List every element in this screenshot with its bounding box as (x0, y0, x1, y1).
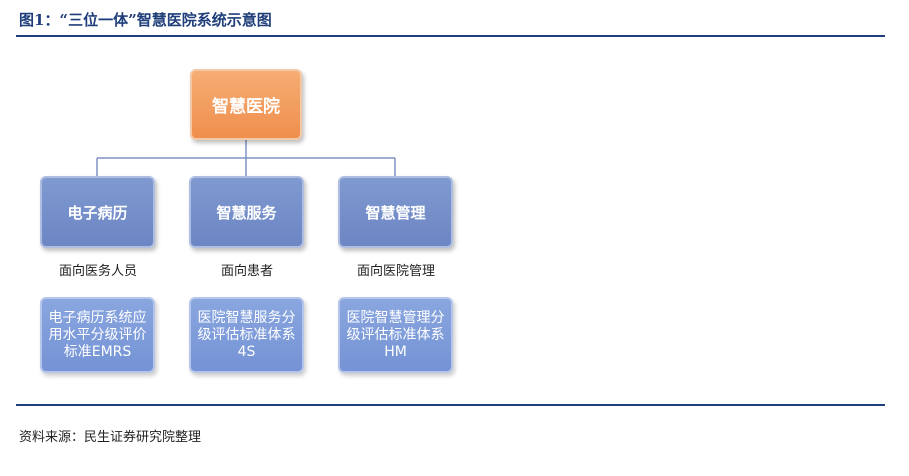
branch-audience-management: 面向医院管理 (356, 264, 435, 279)
standard-node-management: 医院智慧管理分级评估标准体系HM (338, 297, 453, 373)
figure-title: 图1：“三位一体”智慧医院系统示意图 (19, 11, 272, 29)
standard-node-service: 医院智慧服务分级评估标准体系4S (189, 297, 304, 373)
bottom-divider (16, 404, 885, 406)
source-note: 资料来源：民生证券研究院整理 (19, 430, 202, 445)
branch-audience-service: 面向患者 (220, 264, 273, 279)
branch-node-emr: 电子病历 (40, 176, 155, 248)
branch-node-service: 智慧服务 (189, 176, 304, 248)
branch-audience-emr: 面向医务人员 (58, 264, 137, 279)
root-node: 智慧医院 (190, 69, 302, 140)
top-divider (16, 35, 885, 37)
branch-node-management: 智慧管理 (338, 176, 453, 248)
standard-node-emr: 电子病历系统应用水平分级评价标准EMRS (40, 297, 155, 373)
